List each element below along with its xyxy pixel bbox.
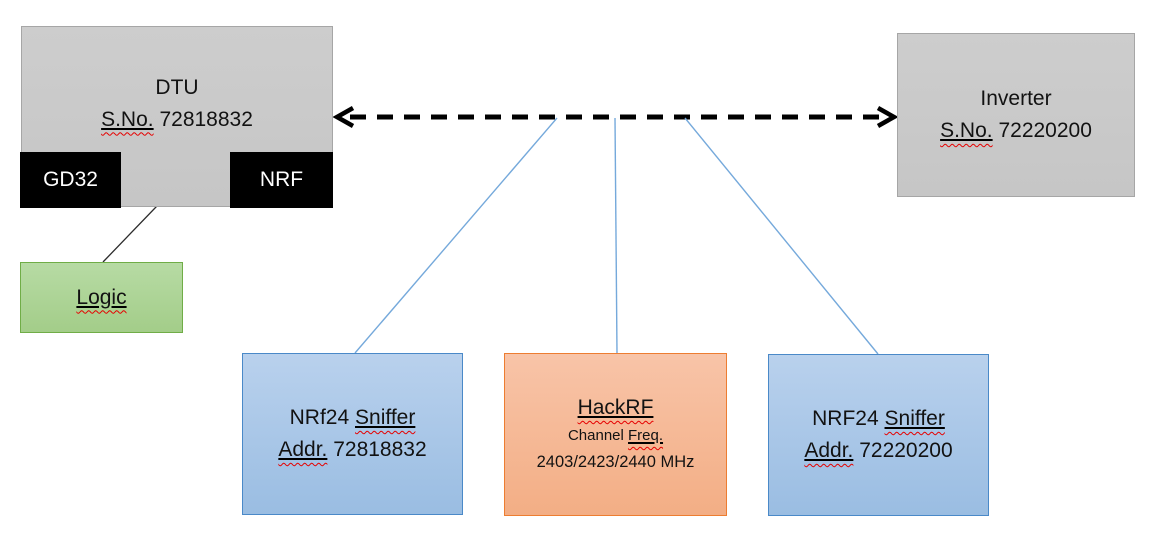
- sniffer-left-title-line: NRf24 Sniffer: [290, 402, 416, 434]
- sniffer-left-connector-line: [354, 117, 558, 354]
- sniffer-left-address: 72818832: [333, 438, 427, 461]
- sniffer-left-addr-label: Addr.: [278, 438, 328, 461]
- dashed-link-left-arrowhead-icon: [332, 106, 355, 128]
- sniffer-left-addr-line: Addr. 72818832: [278, 434, 426, 466]
- sniffer-right-name2: Sniffer: [884, 407, 945, 430]
- sniffer-right-address: 72220200: [859, 439, 953, 462]
- sniffer-right-name: NRF24: [812, 407, 879, 430]
- logic-label-line: Logic: [76, 282, 126, 314]
- inverter-serial-number: 72220200: [998, 119, 1092, 142]
- hackrf-freq-label: Freq.: [628, 427, 664, 444]
- inverter-box: Inverter S.No. 72220200: [897, 33, 1135, 197]
- logic-label: Logic: [76, 285, 127, 309]
- sniffer-left-name2: Sniffer: [355, 406, 416, 429]
- dtu-serial-line: S.No. 72818832: [101, 104, 253, 136]
- sniffer-right-addr-label: Addr.: [804, 439, 854, 462]
- inverter-sn-label: S.No.: [940, 119, 993, 142]
- hackrf-title-line: HackRF: [578, 393, 654, 423]
- hackrf-channel-label: Channel: [567, 427, 624, 444]
- inverter-title: Inverter: [980, 87, 1052, 110]
- dashed-link-right-arrowhead-icon: [876, 106, 899, 128]
- hackrf-connector-line: [614, 117, 618, 354]
- hackrf-title: HackRF: [577, 396, 654, 419]
- dtu-serial-number: 72818832: [159, 107, 253, 131]
- sniffer-right-addr-line: Addr. 72220200: [804, 435, 952, 467]
- sniffer-right-box: NRF24 Sniffer Addr. 72220200: [768, 354, 989, 516]
- hackrf-channel-line: Channel Freq.: [568, 423, 663, 449]
- dtu-sn-label: S.No.: [101, 107, 154, 131]
- sniffer-left-name: NRf24: [289, 406, 350, 429]
- gd32-chip-box: GD32: [20, 152, 121, 208]
- sniffer-right-connector-line: [684, 117, 879, 355]
- hackrf-box: HackRF Channel Freq. 2403/2423/2440 MHz: [504, 353, 727, 516]
- inverter-serial-line: S.No. 72220200: [940, 115, 1092, 147]
- hackrf-frequencies: 2403/2423/2440 MHz: [536, 453, 695, 471]
- sniffer-right-title-line: NRF24 Sniffer: [812, 403, 945, 435]
- sniffer-left-box: NRf24 Sniffer Addr. 72818832: [242, 353, 463, 515]
- nrf-chip-label: NRF: [259, 168, 304, 191]
- logic-box: Logic: [20, 262, 183, 333]
- dtu-title: DTU: [155, 75, 199, 99]
- gd32-chip-label: GD32: [43, 168, 98, 191]
- nrf-chip-box: NRF: [230, 152, 333, 208]
